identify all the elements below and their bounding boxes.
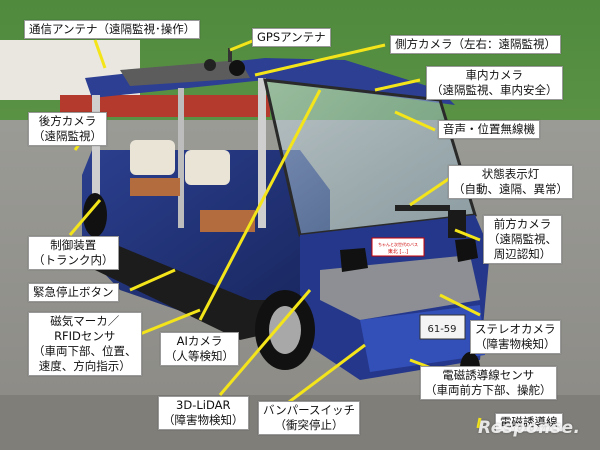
- control-unit-label-line-1: 制御装置: [50, 238, 97, 252]
- status-light-label-line-1: 状態表示灯: [481, 167, 540, 181]
- magnetic-rfid-label-line-3: （車両下部、位置、: [33, 344, 137, 358]
- license-plate-number: 61-59: [427, 324, 456, 335]
- arrow-front-camera: [454, 228, 481, 242]
- comm-antenna-label: 通信アンテナ（遠隔監視･操作）: [24, 20, 201, 39]
- arrow-interior-camera: [374, 78, 421, 92]
- side-camera-label: 側方カメラ（左右：遠隔監視）: [390, 35, 561, 54]
- front-camera-label-line-3: 周辺認知）: [493, 247, 552, 261]
- arrow-gps-antenna: [229, 38, 256, 52]
- roof-rack: [120, 60, 250, 86]
- name-board-line-1: ちゃんと次世代のバス: [378, 241, 418, 247]
- magnetic-rfid-label-line-4: 速度、方向指示）: [38, 359, 131, 373]
- seat-back: [185, 150, 230, 185]
- stereo-camera-label-line-1: ステレオカメラ: [475, 322, 556, 336]
- ai-camera-label-line-1: AIカメラ: [176, 334, 223, 348]
- control-unit-label-line-2: （トランク内）: [33, 253, 114, 267]
- magnetic-rfid-label-line-1: 磁気マーカ／: [50, 314, 120, 328]
- seat-cushion: [130, 178, 180, 196]
- magnetic-rfid-label: 磁気マーカ／ RFIDセンサ （車両下部、位置、 速度、方向指示）: [28, 312, 142, 376]
- interior-camera-label-line-2: （遠隔監視、車内安全）: [431, 83, 558, 97]
- arrow-control-unit: [68, 199, 102, 236]
- control-unit-label: 制御装置 （トランク内）: [28, 236, 119, 270]
- front-grey-panel: [320, 255, 480, 320]
- magnetic-rfid-label-line-2: RFIDセンサ: [54, 329, 116, 343]
- front-pillar: [258, 78, 266, 228]
- roof-antenna: [228, 48, 232, 62]
- rear-camera-label-line-2: （遠隔監視）: [33, 129, 102, 143]
- bumper-switch-label-line-1: バンパースイッチ: [263, 403, 355, 417]
- mid-pillar: [178, 88, 184, 228]
- callout-arrows: [68, 38, 482, 429]
- bumper-switch-label-line-2: （衝突停止）: [274, 418, 344, 432]
- arrow-comm-antenna: [93, 39, 107, 69]
- license-plate: [419, 314, 466, 340]
- arrow-stereo-camera: [439, 293, 481, 317]
- arrow-ai-camera: [198, 89, 322, 321]
- red-fence: [60, 95, 270, 117]
- lidar-label-line-1: 3D-LiDAR: [176, 398, 231, 412]
- interior-camera-label-line-1: 車内カメラ: [465, 68, 524, 82]
- status-light-bar: [395, 205, 450, 211]
- lidar-label: 3D-LiDAR （障害物検知）: [158, 396, 249, 430]
- seat-cushion: [200, 210, 255, 232]
- bumper-switch-label: バンパースイッチ （衝突停止）: [258, 401, 360, 435]
- rear-pillar: [92, 95, 100, 215]
- status-light-label: 状態表示灯 （自動、遠隔、異常）: [448, 165, 573, 199]
- rear-camera-label-line-1: 後方カメラ: [38, 114, 97, 128]
- rear-wheel: [83, 193, 107, 237]
- left-headlight: [340, 248, 368, 272]
- arrow-status-light: [409, 176, 451, 207]
- name-board-line-2: 東北 [...]: [388, 248, 408, 255]
- side-camera: [229, 60, 245, 76]
- lidar-label-line-2: （障害物検知）: [163, 413, 244, 427]
- arrow-lidar: [218, 289, 312, 396]
- right-headlight: [455, 238, 478, 262]
- front-wheel-rim: [269, 306, 301, 354]
- stereo-camera-label-line-2: （障害物検知）: [475, 337, 556, 351]
- gps-antenna-label: GPSアンテナ: [252, 28, 331, 47]
- status-light-label-line-2: （自動、遠隔、異常）: [453, 182, 568, 196]
- front-camera-label-line-2: （遠隔監視、: [488, 232, 557, 246]
- name-board: [371, 237, 425, 257]
- ai-camera-label: AIカメラ （人等検知）: [160, 332, 239, 366]
- induction-sensor-label-line-2: （車両前方下部、操舵）: [425, 383, 552, 397]
- ai-camera-label-line-2: （人等検知）: [165, 349, 234, 363]
- response-watermark: Response.: [478, 418, 581, 438]
- voice-radio-label: 音声・位置無線機: [438, 120, 540, 139]
- arrow-emergency-stop: [129, 268, 176, 292]
- stereo-camera-label: ステレオカメラ （障害物検知）: [470, 320, 561, 354]
- arrow-bumper: [284, 343, 366, 407]
- rear-camera-label: 後方カメラ （遠隔監視）: [28, 112, 107, 146]
- interior-camera-label: 車内カメラ （遠隔監視、車内安全）: [426, 66, 563, 100]
- emergency-stop-label: 緊急停止ボタン: [28, 283, 119, 302]
- arrow-voice-radio: [394, 110, 436, 132]
- seat-back: [130, 140, 175, 175]
- arrow-side-camera: [254, 43, 386, 77]
- induction-sensor-label: 電磁誘導線センサ （車両前方下部、操舵）: [420, 366, 557, 400]
- front-camera-label: 前方カメラ （遠隔監視、 周辺認知）: [483, 215, 562, 264]
- induction-sensor-label-line-1: 電磁誘導線センサ: [442, 368, 535, 382]
- arrow-guide-wire: [476, 417, 482, 429]
- ai-camera: [204, 59, 216, 71]
- front-camera-label-line-1: 前方カメラ: [493, 217, 552, 231]
- guide-wire-label: 電磁誘導線: [495, 413, 563, 432]
